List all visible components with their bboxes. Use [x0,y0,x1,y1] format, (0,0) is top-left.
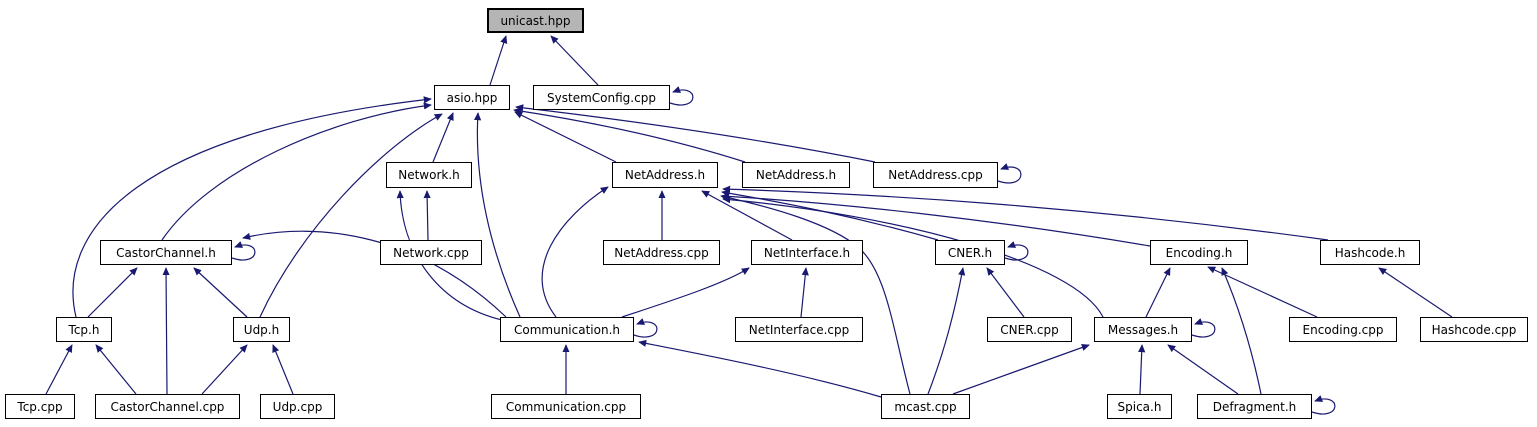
edge-defragment_h-to-encoding_h [1221,267,1262,395]
edge-castorchannel_h-to-castorchannel_h [231,241,256,261]
edge-netaddress_h_2-to-asio_hpp [513,107,746,163]
edge-tcp_h-to-asio_hpp [72,96,432,318]
graph-node-encoding_h[interactable]: Encoding.h [1150,240,1248,265]
graph-node-mcast_cpp[interactable]: mcast.cpp [881,394,970,419]
edge-udp_cpp-to-udp_h [272,344,294,395]
edge-netinterface_h-to-netaddress_h [701,190,793,241]
graph-node-communication_h[interactable]: Communication.h [500,317,634,342]
edge-systemconfig_cpp-to-systemconfig_cpp [669,86,694,106]
edge-encoding_h-to-netaddress_h [721,192,1151,247]
graph-node-castorchannel_cpp[interactable]: CastorChannel.cpp [95,394,240,419]
edge-messages_h-to-encoding_h [1145,267,1171,318]
graph-node-tcp_cpp[interactable]: Tcp.cpp [5,394,75,419]
edge-castorchannel_cpp-to-castorchannel_h [162,267,170,395]
edge-castorchannel_cpp-to-udp_h [201,344,248,395]
edge-udp_h-to-asio_hpp [259,113,443,318]
edge-mcast_cpp-to-messages_h [952,344,1090,395]
graph-node-defragment_h[interactable]: Defragment.h [1197,394,1312,419]
graph-node-cner_h[interactable]: CNER.h [935,240,1005,265]
edge-netaddress_cpp_a-to-netaddress_cpp_a [997,163,1022,184]
edge-messages_h-to-messages_h [1191,318,1216,338]
edge-communication_h-to-castorchannel_h [242,230,507,318]
edge-cner_h-to-cner_h [1004,241,1029,261]
edge-spica_h-to-messages_h [1138,344,1146,395]
graph-node-spica_h[interactable]: Spica.h [1107,394,1172,419]
edge-communication_h-to-communication_h [633,318,658,338]
edge-netaddress_h-to-asio_hpp [514,111,617,163]
graph-node-netaddress_h_2[interactable]: NetAddress.h [742,162,850,188]
graph-node-castorchannel_h[interactable]: CastorChannel.h [100,240,232,265]
graph-node-encoding_cpp[interactable]: Encoding.cpp [1289,317,1397,342]
edge-udp_h-to-castorchannel_h [193,267,248,318]
edge-netaddress_cpp_a-to-asio_hpp [515,104,876,163]
edge-cner_h-to-netaddress_h [721,189,939,241]
graph-node-hashcode_cpp[interactable]: Hashcode.cpp [1420,317,1528,342]
edge-communication_h-to-network_h [396,190,503,321]
graph-node-netinterface_cpp[interactable]: NetInterface.cpp [735,317,863,342]
edge-communication_h-to-asio_hpp [473,112,521,318]
graph-node-udp_h[interactable]: Udp.h [233,317,290,342]
edge-communication_h-to-netaddress_h [541,186,609,318]
edge-communication_h-to-netinterface_h [621,267,750,318]
graph-node-network_cpp[interactable]: Network.cpp [380,240,482,265]
edge-hashcode_cpp-to-hashcode_h [1378,267,1453,318]
edge-defragment_h-to-defragment_h [1311,395,1336,415]
edge-netinterface_cpp-to-netinterface_h [800,267,809,318]
edge-mcast_cpp-to-cner_h [927,267,966,395]
graph-node-cner_cpp[interactable]: CNER.cpp [987,317,1072,342]
edge-systemconfig_cpp-to-unicast_hpp [550,35,599,86]
edge-network_cpp-to-network_h [423,190,431,241]
graph-node-tcp_h[interactable]: Tcp.h [56,317,112,342]
graph-node-udp_cpp[interactable]: Udp.cpp [260,394,335,419]
edge-hashcode_h-to-netaddress_h [722,185,1329,241]
graph-node-systemconfig_cpp[interactable]: SystemConfig.cpp [533,85,670,110]
edge-tcp_cpp-to-tcp_h [45,344,73,395]
edge-network_h-to-asio_hpp [432,112,454,163]
graph-node-netinterface_h[interactable]: NetInterface.h [751,240,863,265]
graph-node-hashcode_h[interactable]: Hashcode.h [1320,240,1420,265]
edge-castorchannel_cpp-to-tcp_h [95,344,137,395]
graph-node-asio_hpp[interactable]: asio.hpp [434,85,510,110]
graph-node-netaddress_h[interactable]: NetAddress.h [612,162,718,188]
graph-node-messages_h[interactable]: Messages.h [1094,317,1192,342]
edge-tcp_h-to-castorchannel_h [87,267,138,318]
graph-node-netaddress_cpp_b[interactable]: NetAddress.cpp [603,240,720,265]
graph-node-communication_cpp[interactable]: Communication.cpp [491,394,641,419]
edge-castorchannel_h-to-asio_hpp [161,102,432,241]
edge-cner_cpp-to-cner_h [986,267,1025,318]
graph-node-network_h[interactable]: Network.h [386,162,472,188]
edge-mcast_cpp-to-communication_h [638,339,882,398]
graph-node-unicast_hpp[interactable]: unicast.hpp [487,8,584,33]
graph-node-netaddress_cpp_a[interactable]: NetAddress.cpp [873,162,998,188]
edge-asio_hpp-to-unicast_hpp [489,35,508,86]
edge-defragment_h-to-messages_h [1167,344,1239,395]
